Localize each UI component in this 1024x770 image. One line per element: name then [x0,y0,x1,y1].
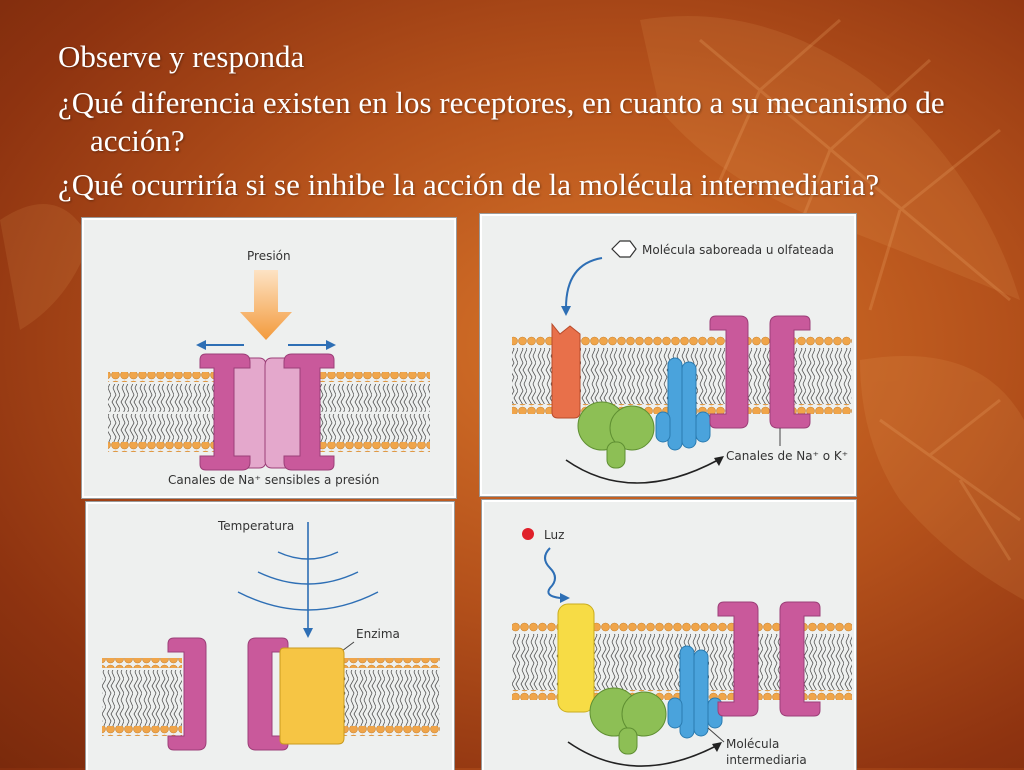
panel-temperature: Temperatura Enzima [86,502,454,770]
signal-arrow-head [712,742,722,752]
temperature-channel-left [167,637,207,751]
arrow-right-head [326,340,336,350]
temperature-channel-right [247,637,289,751]
membrane-right [344,658,440,736]
panel-chemical: Molécula saboreada u olfateada Cana [480,214,856,496]
pressure-channel [199,353,335,471]
light-wave-arrow-head [560,593,570,603]
slide-text: Observe y responda ¿Qué diferencia exist… [58,38,1008,204]
pressure-diagram: Presión Canales de Na⁺ sensibles a presi… [108,249,430,487]
chemical-diagram: Molécula saboreada u olfateada Cana [512,240,852,484]
pressure-arrow [240,270,292,340]
temperature-diagram: Temperatura Enzima [102,519,440,751]
light-photon-icon [522,528,534,540]
membrane-right [312,372,430,452]
pressure-caption: Canales de Na⁺ sensibles a presión [168,473,379,487]
photoreceptor [557,603,595,713]
light-diagram: Luz Molécula intermediaria [512,528,852,767]
question-inhibition: ¿Qué ocurriría si se inhibe la acción de… [58,167,880,202]
chemical-receptor [551,322,581,419]
enzyme [279,647,345,745]
effector-protein [655,357,711,451]
pressure-label: Presión [247,249,291,263]
ion-channel [709,315,811,429]
temperature-arrow-head [303,628,313,638]
ion-channel [717,601,821,717]
membrane-left [102,658,182,736]
binding-arrow [565,257,603,309]
intermediate-label-line1: Molécula [726,737,779,751]
arrow-left-head [196,340,206,350]
chemical-stimulus-label: Molécula saboreada u olfateada [642,243,834,257]
g-protein [589,687,667,755]
light-label: Luz [544,528,564,542]
binding-arrow-head [561,306,571,316]
panel-pressure: Presión Canales de Na⁺ sensibles a presi… [82,218,456,498]
light-wave-arrow [544,547,561,599]
intermediate-pointer [707,727,725,743]
channels-label: Canales de Na⁺ o K⁺ [726,449,848,463]
temperature-label: Temperatura [217,519,294,533]
slide-heading: Observe y responda [58,39,305,74]
odorant-molecule-icon [611,240,637,258]
effector-protein [667,645,723,739]
intermediate-label-line2: intermediaria [726,753,807,767]
question-receptor-difference: ¿Qué diferencia existen en los receptore… [58,85,945,158]
signal-arrow [565,459,719,484]
signal-arrow [567,741,717,767]
enzyme-label: Enzima [356,627,400,641]
panel-light: Luz Molécula intermediaria [482,500,856,770]
membrane-left [108,372,228,452]
signal-arrow-head [714,456,724,466]
g-protein [577,401,655,469]
